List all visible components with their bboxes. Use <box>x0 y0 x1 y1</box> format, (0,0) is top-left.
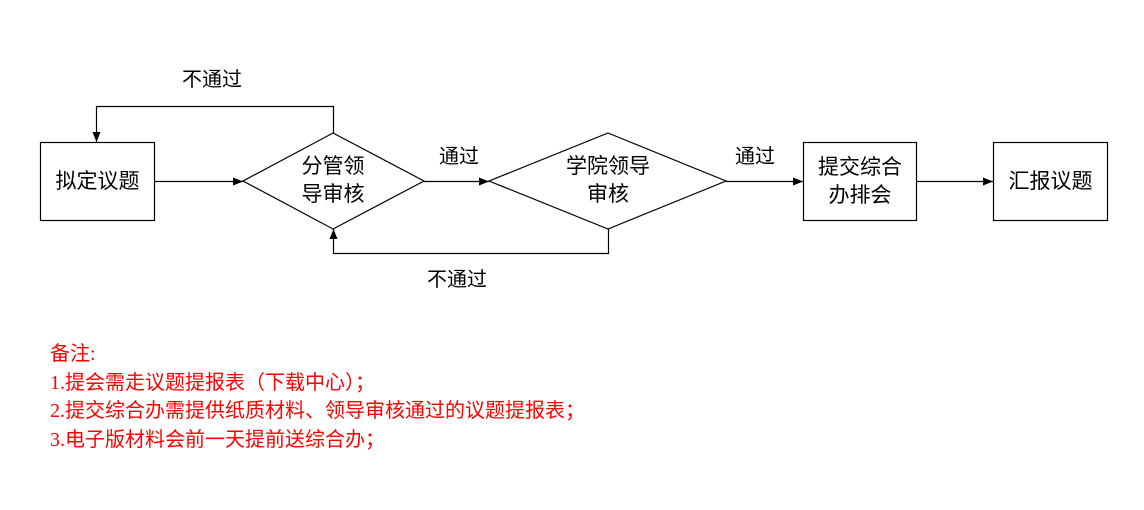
node-dept-review-line2: 导审核 <box>301 183 365 206</box>
node-report: 汇报议题 <box>993 142 1108 221</box>
edge-dept-reject-loop <box>92 105 335 142</box>
node-draft-label: 拟定议题 <box>55 169 140 193</box>
notes-title: 备注: <box>50 343 96 365</box>
node-report-box <box>992 141 1109 222</box>
node-report-label: 汇报议题 <box>1008 169 1093 193</box>
edge-label-pass-1: 通过 <box>439 146 479 168</box>
node-draft: 拟定议题 <box>40 142 155 221</box>
node-submit-office-box <box>802 141 918 222</box>
node-submit-office-line2: 办排会 <box>828 183 892 207</box>
edge-label-reject-bottom: 不通过 <box>427 269 487 291</box>
node-submit-office: 提交综合 办排会 <box>803 142 917 221</box>
notes: 备注: 1.提会需走议题提报表（下载中心）； 2.提交综合办需提供纸质材料、领导… <box>50 340 585 454</box>
edge-label-reject-top: 不通过 <box>182 69 242 91</box>
notes-item: 3.电子版材料会前一天提前送综合办； <box>50 428 385 451</box>
notes-item: 2.提交综合办需提供纸质材料、领导审核通过的议题提报表； <box>50 400 585 422</box>
notes-item: 1.提会需走议题提报表（下载中心）； <box>50 371 375 394</box>
node-draft-box <box>39 141 156 222</box>
node-dept-review: 分管领 导审核 <box>283 150 383 212</box>
edge-college-reject-loop <box>329 229 610 255</box>
node-college-review-line2: 审核 <box>587 183 629 206</box>
node-college-review: 学院领导 审核 <box>548 150 668 212</box>
node-submit-office-line1: 提交综合 <box>818 155 902 179</box>
node-college-review-line1: 学院领导 <box>566 155 650 178</box>
node-dept-review-line1: 分管领 <box>301 155 365 178</box>
edge-label-pass-2: 通过 <box>735 146 775 168</box>
